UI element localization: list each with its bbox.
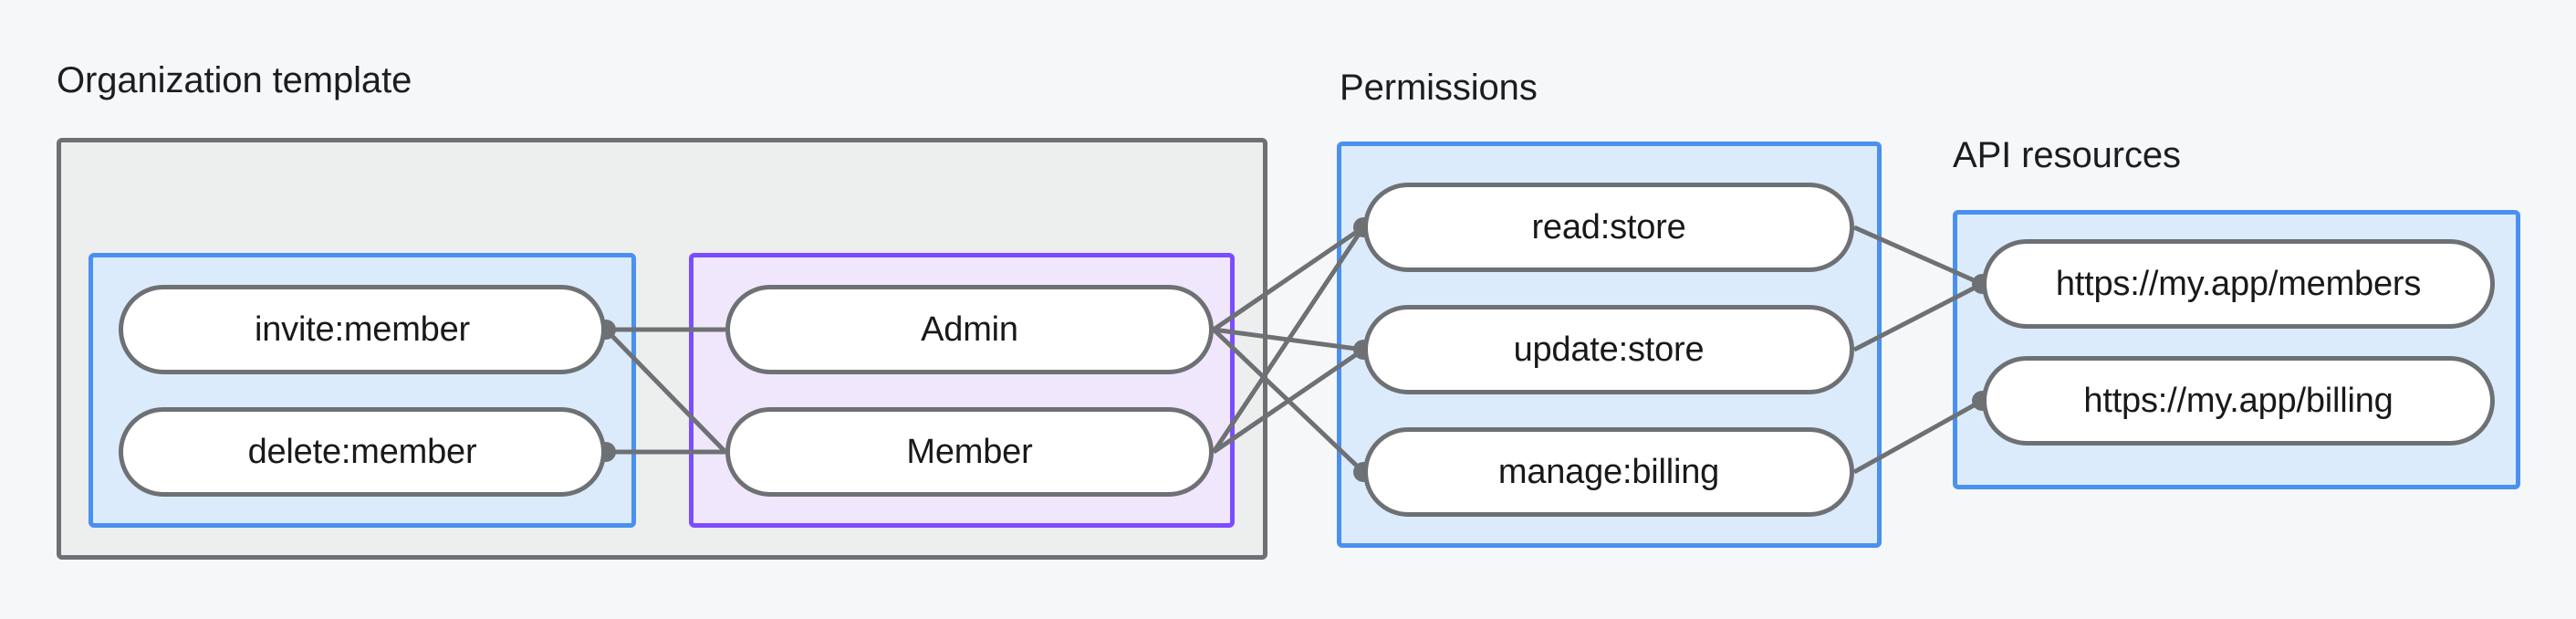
node-billing_url[interactable]: https://my.app/billing [1982,356,2495,446]
caption-api-resources: API resources [1953,135,2181,175]
node-member[interactable]: Member [725,407,1214,497]
node-delete_member[interactable]: delete:member [119,407,606,497]
node-update_store[interactable]: update:store [1363,305,1854,394]
node-members_url[interactable]: https://my.app/members [1982,239,2495,329]
node-read_store[interactable]: read:store [1363,183,1854,272]
caption-organization-template: Organization template [57,60,412,100]
node-invite_member[interactable]: invite:member [119,285,606,374]
caption-permissions: Permissions [1340,68,1538,108]
node-admin[interactable]: Admin [725,285,1214,374]
node-manage_billing[interactable]: manage:billing [1363,427,1854,517]
